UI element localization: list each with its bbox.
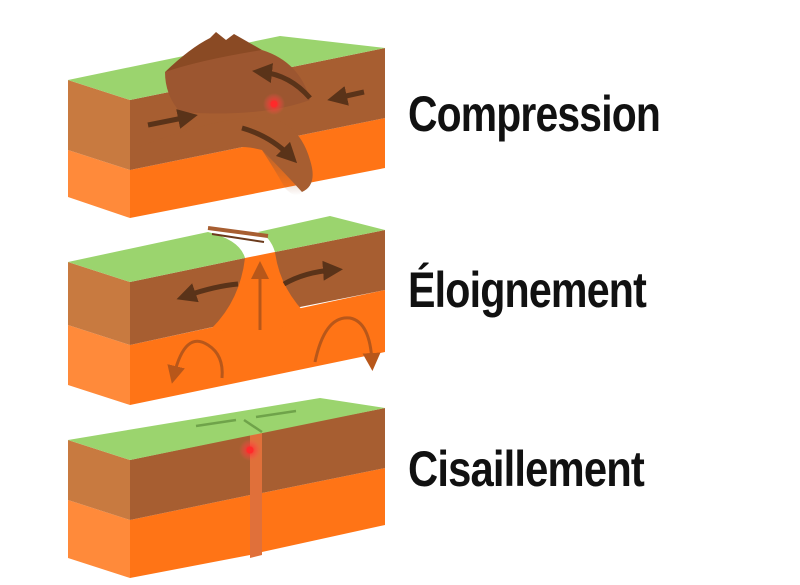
label-cisaillement: Cisaillement (408, 441, 645, 497)
surface-right (258, 216, 385, 252)
epicenter-dot (246, 446, 254, 454)
label-eloignement: Éloignement (408, 262, 647, 318)
crust-front-right (262, 408, 385, 493)
arrow-upper-curve (252, 63, 312, 100)
arrow-left-divergent (176, 281, 239, 303)
shear-block (68, 398, 385, 578)
crust-front-left (130, 435, 250, 520)
arrow-right-plate (327, 86, 365, 106)
crust-side (68, 80, 130, 170)
arrow-left-plate (147, 109, 198, 129)
epicenter-dot (270, 100, 278, 108)
fault-trace (195, 409, 297, 434)
mantle-front-main (130, 118, 385, 218)
mantle-front (130, 290, 385, 405)
mantle-front-left (130, 495, 250, 578)
convection-left (167, 339, 224, 384)
rift-edge-shadow (211, 233, 265, 243)
surface-top (68, 398, 385, 460)
convection-right (313, 316, 381, 371)
rift-edge (207, 226, 269, 238)
fault-plane (250, 432, 262, 558)
crust-side (68, 262, 130, 345)
mountain (165, 32, 262, 72)
label-compression: Compression (408, 86, 660, 142)
compression-block (68, 32, 385, 218)
divergence-block (68, 216, 385, 405)
arrow-lower-curve (241, 125, 298, 164)
arrow-right-divergent (282, 260, 343, 287)
mantle-side (68, 500, 130, 578)
surface-left (68, 232, 245, 282)
mantle-front (68, 150, 130, 218)
mantle-front-right (262, 468, 385, 552)
mantle-side (68, 325, 130, 405)
slab-tip (262, 150, 302, 196)
crust-side (68, 440, 130, 520)
